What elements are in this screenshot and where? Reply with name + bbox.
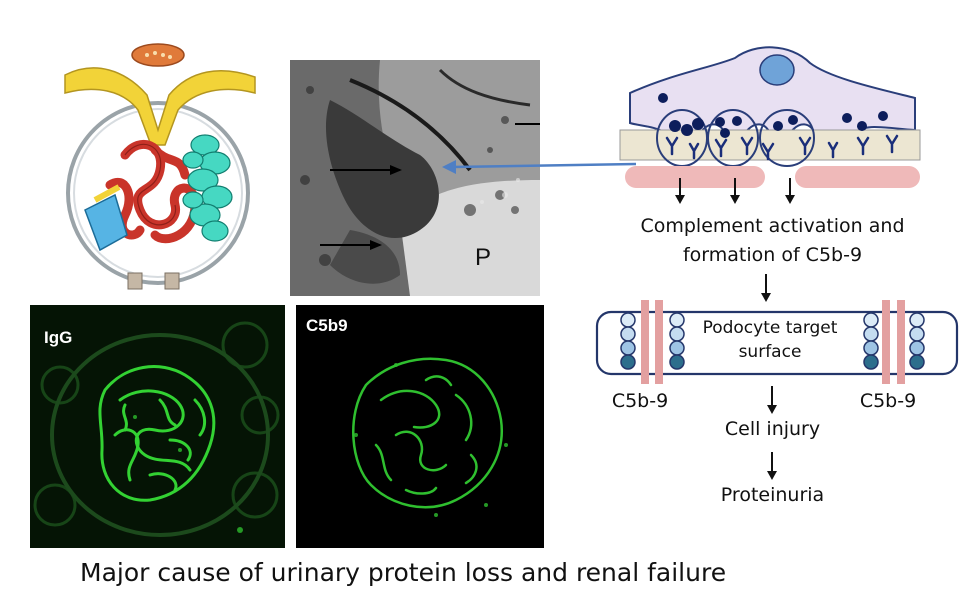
podocyte-cluster [182,134,233,242]
target-surface-line2: surface [738,342,802,362]
antigen-pad-right [795,166,920,188]
vascular-pole-right [164,272,180,290]
immune-complexes [658,93,888,138]
distal-tubule [64,67,256,146]
target-surface-label: Podocyte target surface [675,316,865,364]
arrow-to-proteinuria [767,452,777,480]
flow-step-proteinuria: Proteinuria [720,484,825,506]
igg-staining [98,365,216,502]
if-label-c5b9: C5b9 [306,316,348,335]
c5b9-pore-left [620,300,685,384]
gbm-band [619,129,921,161]
podocyte-target-membrane [595,300,959,384]
if-panel-c5b9: C5b9 [296,305,544,548]
flow-step-complement-line1: Complement activation and [640,215,905,237]
antibodies [665,134,899,161]
em-link-arrow [442,160,637,174]
c5b9-label-left: C5b-9 [611,390,669,412]
c5b9-label-right: C5b-9 [859,390,917,412]
c5b9-staining [352,357,504,509]
glomerulus-illustration [64,43,256,290]
if-label-igg: IgG [44,328,72,347]
electron-micrograph: P [290,60,540,296]
vascular-pole-left [127,272,143,290]
em-region-label: P [475,244,491,271]
afferent-arteriole [84,193,128,252]
figure-caption: Major cause of urinary protein loss and … [80,558,727,587]
flow-step-cell-injury: Cell injury [724,418,821,440]
if-panel-igg: IgG [30,305,285,548]
target-surface-line1: Podocyte target [702,318,838,338]
arrow-to-injury [767,386,777,414]
podocyte-nucleus [759,54,795,86]
macula-densa [131,43,185,67]
flow-step-complement-line2: formation of C5b-9 [682,244,863,266]
arrow-to-surface [761,274,771,302]
flow-step-complement: Complement activation and formation of C… [610,212,935,270]
podocyte-schematic [619,46,921,204]
antigen-pad-left [625,166,765,188]
c5b9-pore-right [863,300,925,384]
